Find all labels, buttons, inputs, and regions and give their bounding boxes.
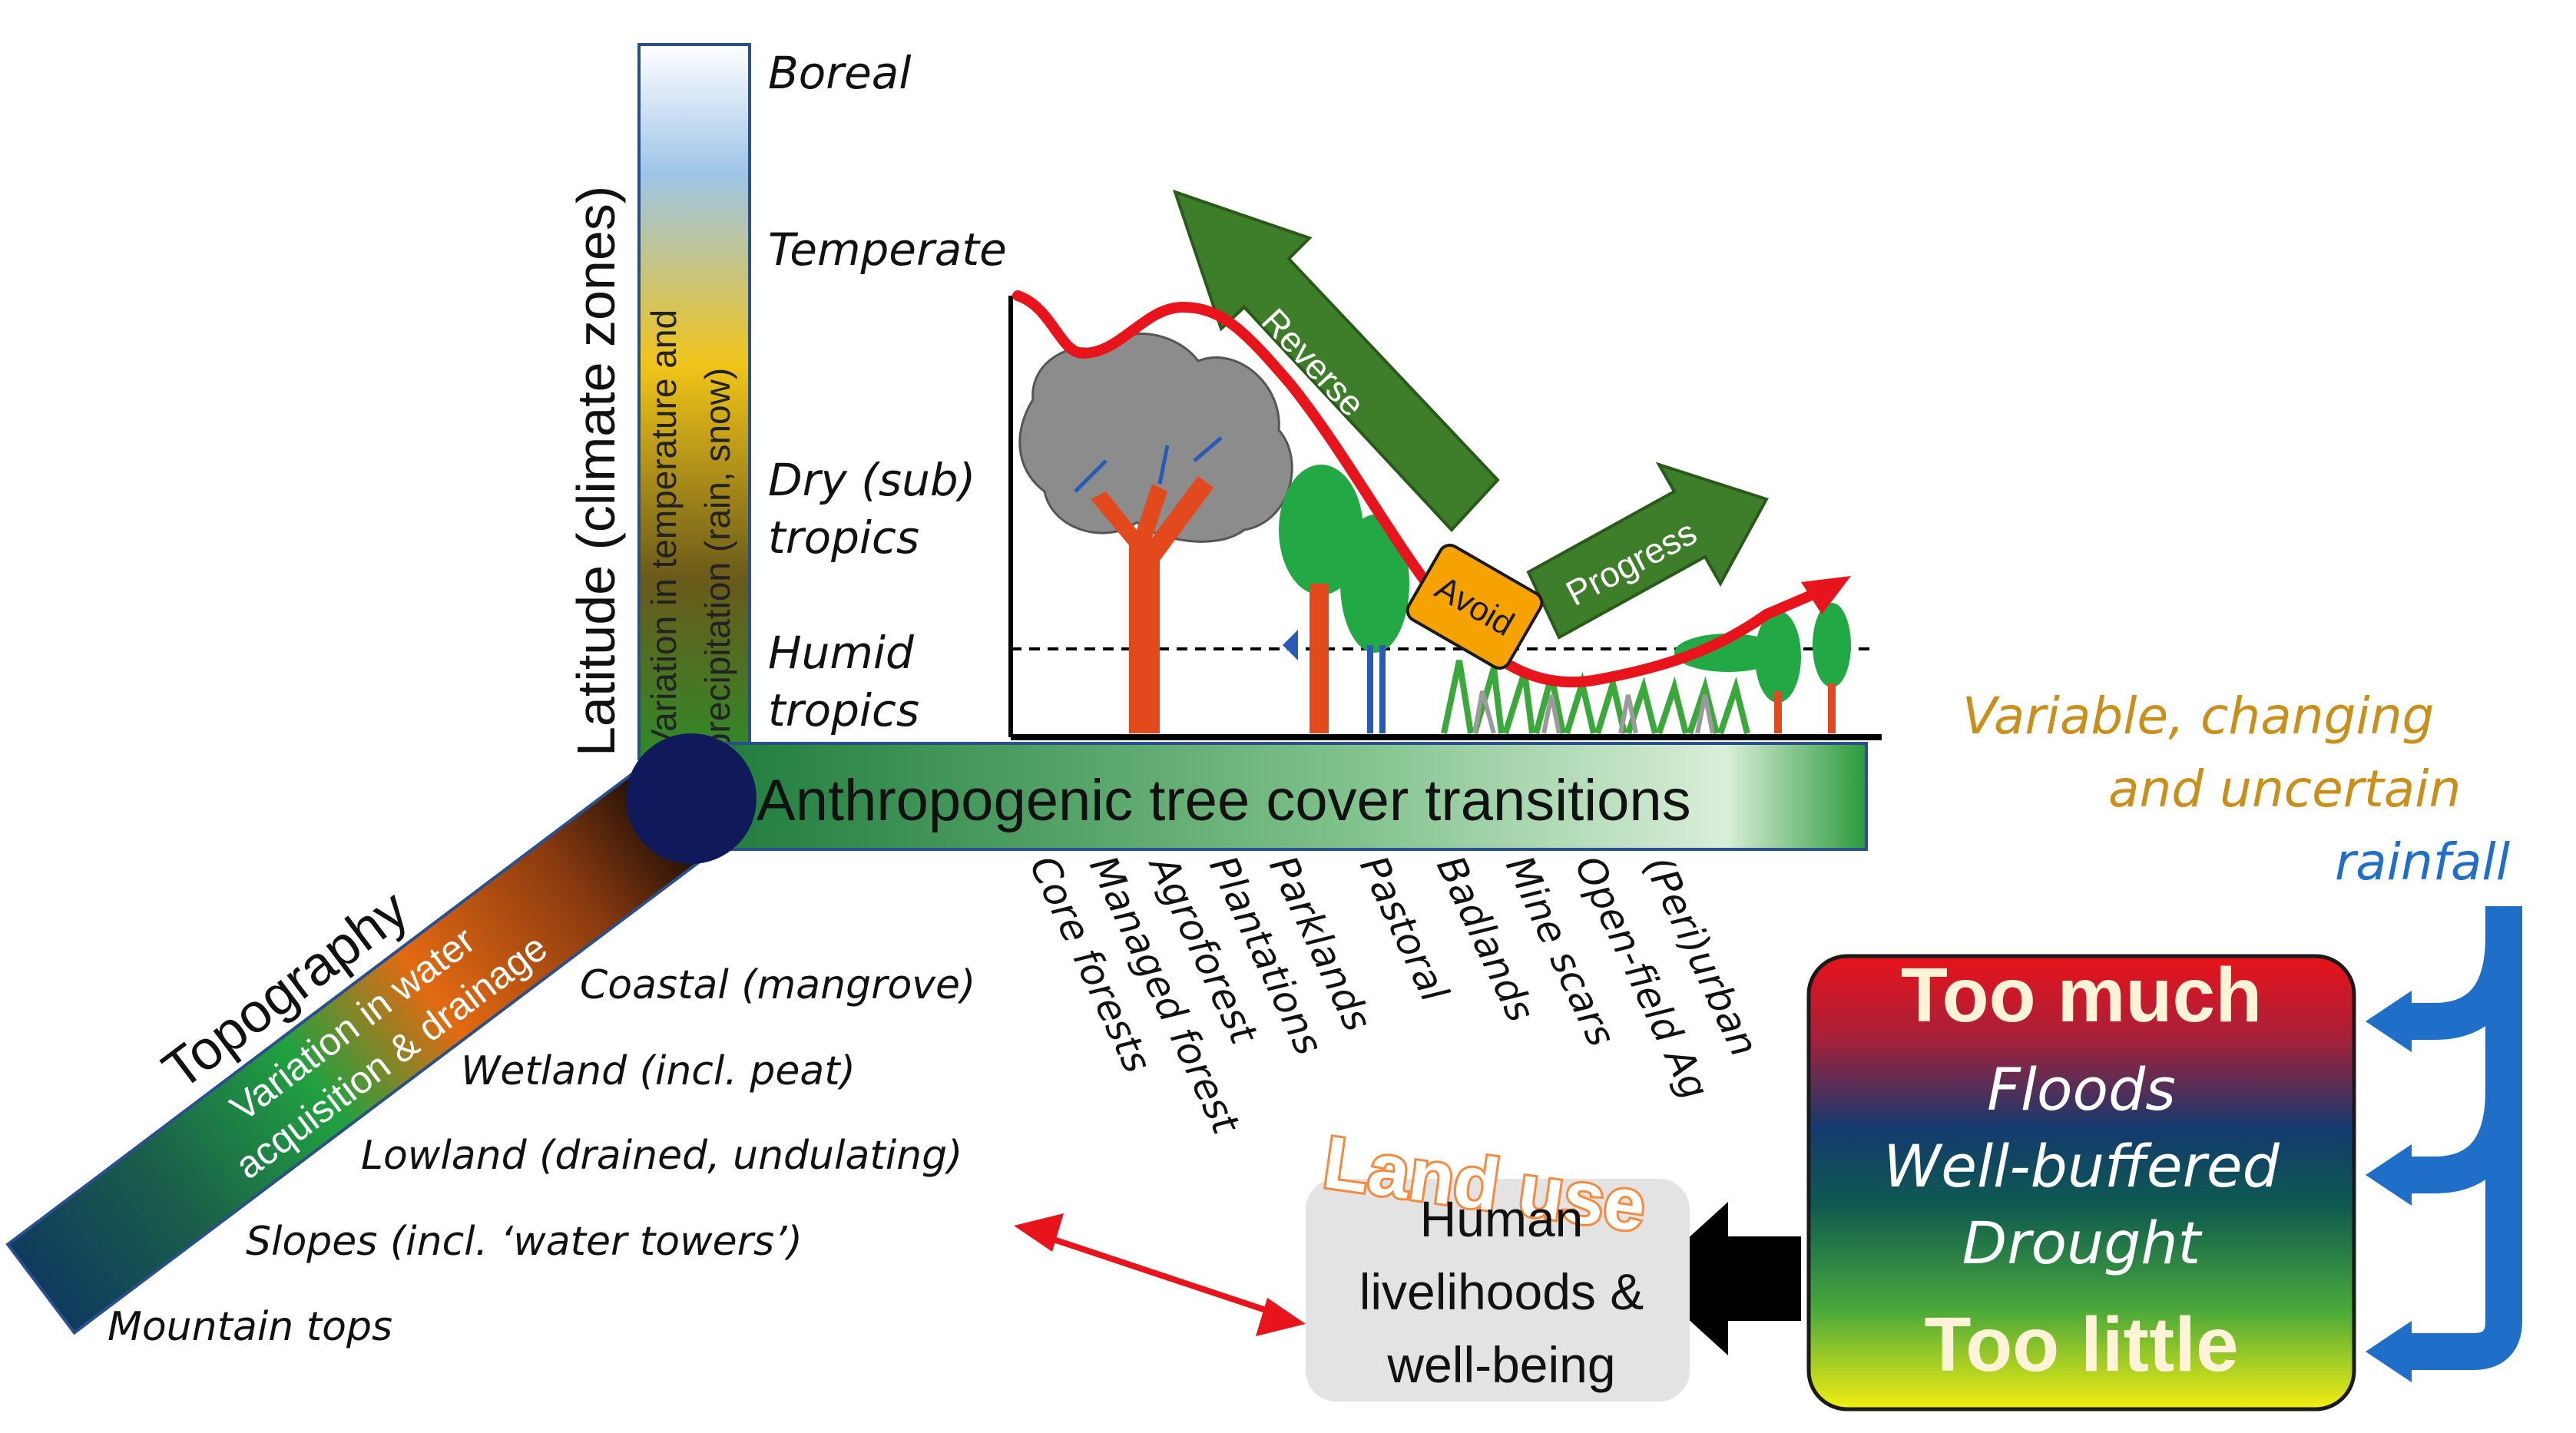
- trajectory-plot: Reverse Progress Avoid: [1008, 189, 1882, 740]
- transitions-bar-label: Anthropogenic tree cover transitions: [757, 768, 1691, 833]
- zone-humid-tropics-1: Humid: [768, 627, 915, 679]
- land-use-section: Land use Human livelihoods & well-being: [1014, 1119, 1801, 1402]
- tree-cover-trajectory-line: [1012, 290, 1826, 688]
- rainfall-well-buffered: Well-buffered: [1883, 1132, 2280, 1200]
- core-forest-tree-icon: [1018, 333, 1293, 733]
- latitude-bar-label-2: precipitation (rain, snow): [697, 368, 737, 753]
- avoid-badge: Avoid: [1406, 543, 1544, 670]
- rainfall-drought: Drought: [1962, 1209, 2204, 1277]
- zone-dry-subtropics-1: Dry (sub): [768, 454, 975, 506]
- zone-temperate: Temperate: [768, 223, 1007, 276]
- rainfall-section: Variable, changing and uncertain rainfal…: [1806, 687, 2522, 1411]
- latitude-axis: Latitude (climate zones) Variation in te…: [566, 43, 1007, 760]
- rainfall-to-livelihood-arrow: [1644, 1202, 1801, 1355]
- crops-icon: [1441, 660, 1750, 735]
- livelihoods-line-3: well-being: [1386, 1336, 1615, 1393]
- rainfall-branch-arrows: [2366, 906, 2522, 1382]
- landscape-coastal: Coastal (mangrove): [580, 962, 975, 1008]
- livelihoods-box: [1306, 1179, 1690, 1402]
- rainfall-caption-2: and uncertain: [2108, 760, 2461, 819]
- livelihoods-line-1: Human: [1420, 1190, 1584, 1247]
- rainfall-floods: Floods: [1987, 1055, 2176, 1124]
- land-use-topography-link-arrow: [1014, 1213, 1306, 1336]
- rainfall-too-little: Too little: [1924, 1302, 2238, 1388]
- latitude-axis-label: Latitude (climate zones): [566, 186, 626, 756]
- latitude-bar-label-1: Variation in temperature and: [644, 309, 684, 753]
- progress-arrow: Progress: [1526, 462, 1769, 640]
- rainfall-caption-3: rainfall: [2335, 832, 2511, 892]
- agroforest-tree-icon: [1340, 515, 1409, 733]
- rainfall-caption-1: Variable, changing: [1962, 687, 2434, 746]
- rainfall-condition-box: [1806, 954, 2356, 1411]
- livelihoods-line-2: livelihoods &: [1359, 1263, 1644, 1320]
- latitude-gradient-bar: [637, 43, 751, 760]
- trajectory-arrowhead: [1801, 576, 1851, 614]
- landscape-wetland: Wetland (incl. peat): [461, 1048, 856, 1094]
- landscape-mountain-tops: Mountain tops: [108, 1304, 392, 1350]
- landscape-lowland: Lowland (drained, undulating): [361, 1133, 962, 1179]
- rainfall-too-much: Too much: [1901, 952, 2262, 1038]
- zone-boreal: Boreal: [768, 47, 911, 99]
- landscape-slopes: Slopes (incl. ‘water towers’): [246, 1219, 803, 1265]
- zone-humid-tropics-2: tropics: [768, 684, 919, 736]
- axes-origin-node: [626, 733, 757, 864]
- zone-dry-subtropics-2: tropics: [768, 511, 919, 564]
- transition-stage-labels: Core forests Managed forest Agroforest P…: [1021, 847, 1766, 1142]
- transitions-gradient-bar: [694, 742, 1868, 851]
- urban-trees-icon: [1674, 603, 1851, 733]
